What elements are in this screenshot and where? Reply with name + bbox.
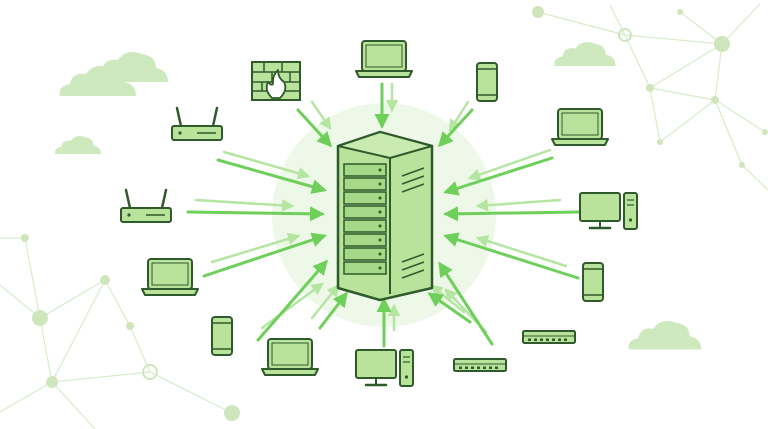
laptop-icon xyxy=(141,258,199,296)
network-mesh-bottom-left xyxy=(0,237,233,429)
network-mesh-nodes-top-right xyxy=(532,6,768,168)
router-icon xyxy=(170,106,224,142)
smartphone-icon xyxy=(582,262,604,302)
cloud-icon xyxy=(554,42,616,66)
laptop-icon xyxy=(261,338,319,376)
smartphone-icon xyxy=(476,62,498,102)
network-mesh-nodes-bottom-left xyxy=(21,234,240,421)
cloud-icon xyxy=(628,321,702,350)
connection-arrows xyxy=(186,82,582,348)
desktop-computer-icon xyxy=(354,348,415,388)
desktop-computer-icon xyxy=(578,191,639,231)
firewall-icon xyxy=(251,61,301,101)
mesh-ring-node xyxy=(618,28,632,42)
network-mesh-top-right xyxy=(537,3,768,191)
network-switch-icon xyxy=(522,330,576,344)
server-rack-icon xyxy=(336,130,434,302)
cloud-icon xyxy=(55,136,101,154)
mesh-ring-node-bottom xyxy=(142,364,158,380)
smartphone-icon xyxy=(211,316,233,356)
laptop-icon xyxy=(551,108,609,146)
network-switch-icon xyxy=(453,358,507,372)
router-icon xyxy=(119,188,173,224)
laptop-icon xyxy=(355,40,413,78)
